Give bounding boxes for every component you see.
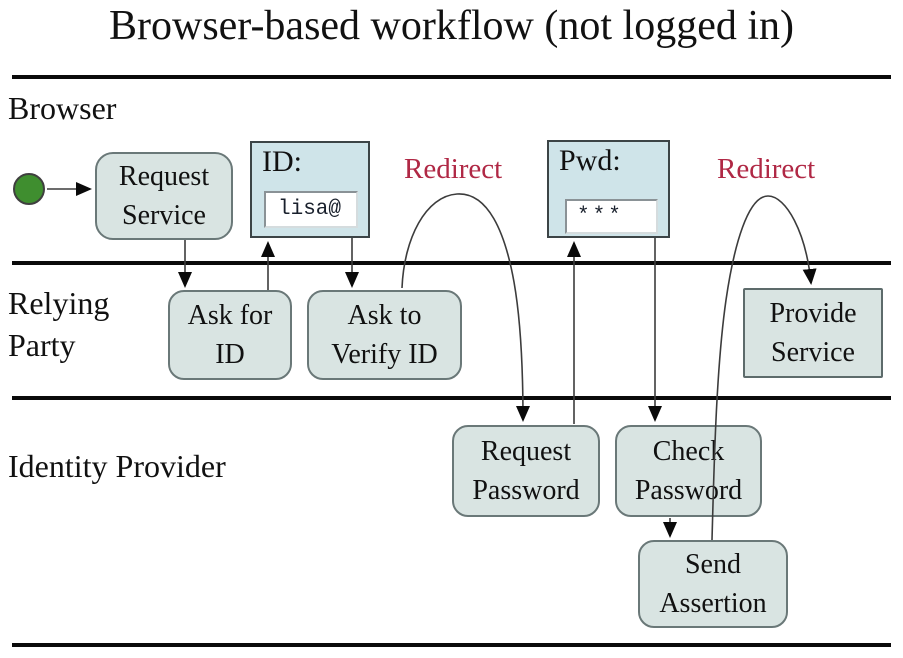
id-input-field: lisa@ [264, 191, 358, 228]
node-request-password: Request Password [452, 425, 600, 517]
lane-label-identity-provider: Identity Provider [8, 448, 226, 484]
redirect-label-2: Redirect [717, 153, 816, 185]
node-check-password: Check Password [615, 425, 762, 517]
initial-state-icon [13, 173, 45, 205]
id-prompt-box: ID: lisa@ [250, 141, 370, 238]
lane-label-relying-party: Relying Party [8, 285, 110, 363]
redirect-label-1: Redirect [404, 153, 503, 185]
node-request-service: Request Service [95, 152, 233, 240]
pwd-input-field: *** [565, 199, 658, 234]
pwd-prompt-box: Pwd: *** [547, 140, 670, 238]
pwd-prompt-label: Pwd: [559, 144, 621, 177]
node-ask-for-id: Ask for ID [168, 290, 292, 380]
node-send-assertion: Send Assertion [638, 540, 788, 628]
lane-label-browser: Browser [8, 90, 117, 126]
id-prompt-label: ID: [262, 145, 302, 178]
node-provide-service: Provide Service [743, 288, 883, 378]
diagram-title: Browser-based workflow (not logged in) [108, 3, 794, 49]
node-ask-to-verify-id: Ask to Verify ID [307, 290, 462, 380]
